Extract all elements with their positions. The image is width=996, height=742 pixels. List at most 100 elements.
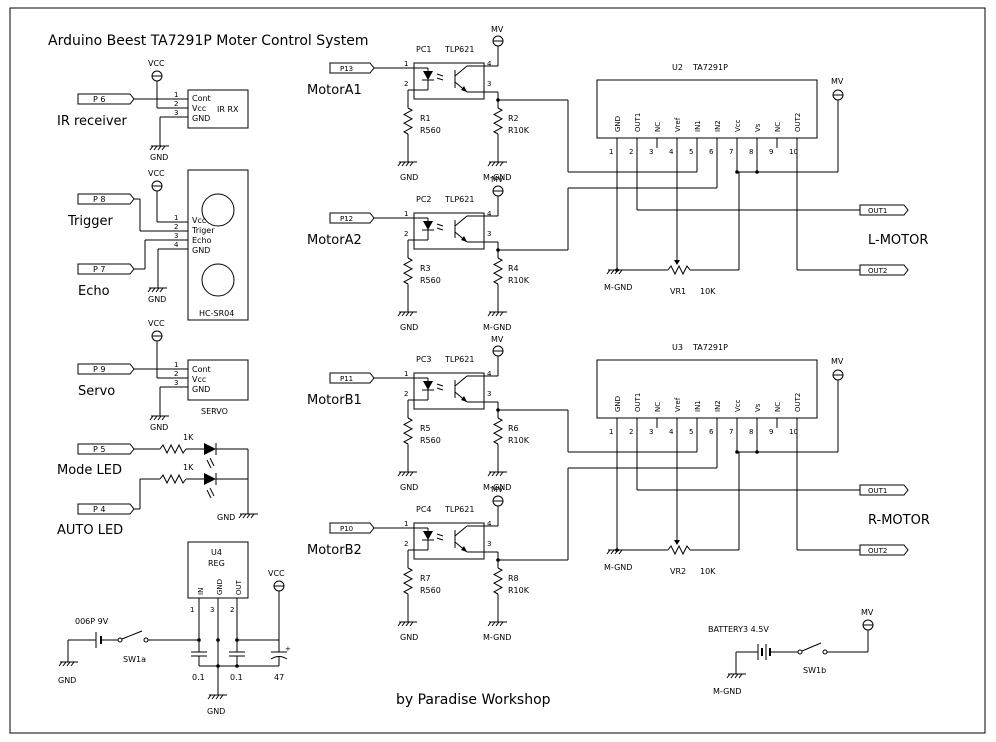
mv-label: MV	[491, 25, 504, 34]
driver-pin-number: 3	[649, 428, 653, 436]
resistor-value: R10K	[508, 126, 530, 135]
pin-number: 4	[487, 60, 492, 68]
resistor-value: R560	[420, 276, 441, 285]
pin-number: 2	[404, 390, 408, 398]
optocoupler-ic	[413, 372, 485, 410]
resistor-icon	[402, 257, 414, 285]
ir-rx-module	[187, 89, 249, 129]
svg-text:GND: GND	[192, 246, 210, 255]
gnd-icon	[397, 621, 417, 627]
driver-pin-name: IN1	[694, 400, 702, 412]
gnd-icon	[58, 661, 78, 667]
junction-dot	[755, 450, 759, 454]
resistor-ref: R3	[420, 264, 431, 273]
m-gnd-icon	[726, 673, 746, 679]
sheet-footer: by Paradise Workshop	[396, 692, 551, 708]
driver-pin-number: 2	[629, 148, 633, 156]
capacitor-value: 0.1	[230, 673, 243, 682]
svg-text:GND: GND	[216, 579, 224, 595]
driver-pin-name: OUT1	[634, 393, 642, 412]
switch-icon	[121, 630, 143, 640]
driver-ref: U3	[672, 343, 683, 352]
pin-number: 2	[404, 540, 408, 548]
switch-icon	[801, 642, 822, 652]
potentiometer-icon	[667, 544, 691, 556]
gnd-icon	[397, 311, 417, 317]
svg-text:Vcc: Vcc	[192, 375, 206, 384]
regulator-section: U4 REG IN GND OUT 1 3 2 VCC 006P 9V SW1a…	[58, 541, 291, 716]
port-p8-flag	[77, 193, 135, 205]
resistor-icon	[402, 567, 414, 595]
gnd-label: GND	[207, 707, 225, 716]
svg-text:Triger: Triger	[191, 226, 215, 235]
m-gnd-label: M-GND	[604, 563, 632, 572]
svg-text:2: 2	[174, 370, 178, 378]
svg-text:3: 3	[174, 232, 178, 240]
gnd-icon	[149, 415, 169, 421]
port-p6-flag	[77, 93, 135, 105]
motor-signal-label: MotorA1	[307, 83, 362, 98]
port-label: P13	[340, 65, 353, 73]
out2-flag-label: OUT2	[868, 267, 887, 275]
resistor-ref: R6	[508, 424, 519, 433]
out1-flag-label: OUT1	[868, 207, 887, 215]
pin-number: 2	[404, 80, 408, 88]
battery-label: BATTERY3 4.5V	[708, 625, 769, 634]
svg-text:1: 1	[174, 214, 178, 222]
svg-text:OUT: OUT	[235, 579, 243, 595]
junction-dot	[755, 170, 759, 174]
ta7291p-ic	[596, 359, 818, 419]
svg-text:4: 4	[174, 241, 179, 249]
servo-label: Servo	[78, 384, 115, 399]
gnd-icon	[238, 513, 258, 519]
driver-part: TA7291P	[692, 63, 728, 72]
svg-text:2: 2	[174, 223, 178, 231]
pin-number: 1	[404, 60, 408, 68]
m-gnd-label: M-GND	[483, 483, 511, 492]
port-p6-label: P 6	[93, 95, 105, 104]
mv-label: MV	[831, 357, 844, 366]
port-p7-label: P 7	[93, 265, 105, 274]
hc-sr04-module	[187, 169, 249, 321]
wiper-arrow-icon	[674, 540, 680, 545]
driver-part: TA7291P	[692, 343, 728, 352]
driver-pin-name: IN1	[694, 120, 702, 132]
gnd-icon	[207, 694, 227, 700]
driver-pin-number: 8	[749, 428, 753, 436]
out1-flag	[859, 484, 909, 496]
pin-number: 1	[404, 520, 408, 528]
resistor-icon	[159, 443, 187, 455]
optocoupler-part: TLP621	[444, 195, 474, 204]
m-gnd-icon	[487, 311, 507, 317]
out1-flag-label: OUT1	[868, 487, 887, 495]
driver-pin-name: Vcc	[734, 399, 742, 412]
optocoupler-ic	[413, 62, 485, 100]
driver-pin-number: 9	[769, 148, 773, 156]
optocoupler-part: TLP621	[444, 45, 474, 54]
driver-pin-number: 4	[669, 148, 674, 156]
pin-number: 3	[487, 230, 491, 238]
gnd-label: GND	[150, 153, 168, 162]
motor-label: L-MOTOR	[868, 233, 928, 248]
ultrasonic-transducer-icon	[201, 193, 235, 227]
driver-pin-name: IN2	[714, 120, 722, 132]
resistor-icon	[402, 107, 414, 135]
sheet-title: Arduino Beest TA7291P Moter Control Syst…	[48, 33, 368, 49]
driver-pin-name: GND	[614, 396, 622, 412]
gnd-label: GND	[400, 633, 418, 642]
m-gnd-label: M-GND	[483, 323, 511, 332]
port-p7-flag	[77, 263, 135, 275]
out2-flag	[859, 544, 909, 556]
port-p4-flag	[77, 503, 135, 515]
svg-text:2: 2	[230, 606, 234, 614]
driver-pin-number: 7	[729, 148, 733, 156]
vcc-label: VCC	[148, 59, 165, 68]
led-icon	[423, 381, 433, 390]
svg-text:1: 1	[190, 606, 194, 614]
motor-signal-label: MotorA2	[307, 233, 362, 248]
ir-receiver-label: IR receiver	[57, 114, 128, 129]
